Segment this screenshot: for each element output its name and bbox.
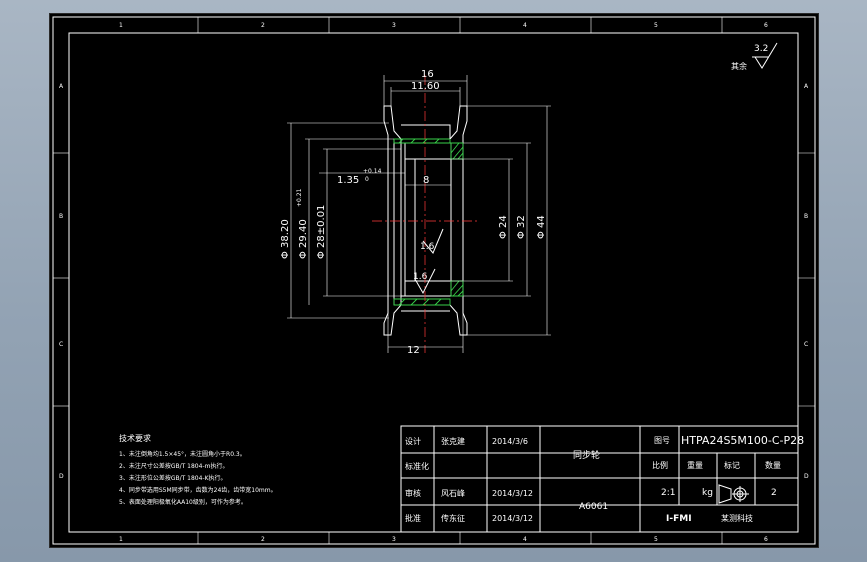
- pulley-section: [372, 75, 479, 353]
- dim-dia-4: Φ 24: [498, 215, 509, 239]
- tb-name-review: 风石峰: [441, 488, 465, 498]
- tech-note-2: 2、未注尺寸公差按GB/T 1804-m执行。: [119, 462, 228, 470]
- tech-notes-title: 技术要求: [119, 433, 151, 443]
- dim-tol-left: 1.35: [337, 175, 359, 186]
- tb-name-approve: 传东征: [441, 513, 465, 523]
- tb-name-design: 张克建: [441, 436, 465, 446]
- zone-top-4: 4: [523, 22, 527, 29]
- zone-bot-3: 3: [392, 536, 396, 543]
- tb-date-review: 2014/3/12: [492, 489, 533, 498]
- dim-dia-1: Φ 38.20: [280, 219, 291, 259]
- tb-qty: 2: [771, 488, 777, 498]
- tb-date-approve: 2014/3/12: [492, 514, 533, 523]
- tb-part-name: 同步轮: [573, 449, 600, 461]
- zone-right-a: A: [804, 83, 809, 90]
- zone-ticks: [53, 17, 815, 544]
- outer-frame: [52, 16, 816, 545]
- drawing-canvas: 1 2 3 4 5 6 1 2 3 4 5 6 A B C D A B C D …: [52, 16, 816, 545]
- tb-date-design: 2014/3/6: [492, 437, 528, 446]
- zone-left-b: B: [59, 213, 63, 220]
- roughness-2: 1.6: [413, 272, 428, 282]
- tb-label-design: 设计: [405, 436, 421, 446]
- roughness-marks: 1.6 1.6: [413, 228, 444, 295]
- surface-finish-value: 3.2: [754, 44, 768, 54]
- dim-dia-2-tol: +0.21: [296, 188, 303, 207]
- zone-bot-6: 6: [764, 536, 768, 543]
- zone-right-d: D: [804, 473, 809, 480]
- zone-top-2: 2: [261, 22, 265, 29]
- tb-weight-label: 重量: [687, 460, 703, 470]
- tb-company-logo: I-FMI: [666, 514, 692, 524]
- tb-drawing-no-label: 图号: [654, 436, 670, 445]
- dim-bottom-width: 12: [407, 345, 420, 356]
- roughness-1: 1.6: [420, 242, 435, 252]
- tb-scale: 2:1: [661, 488, 675, 498]
- surface-finish-note: 其余: [731, 61, 747, 71]
- zone-top-6: 6: [764, 22, 768, 29]
- dim-tol-left-upper: +0.14: [363, 168, 382, 175]
- zone-left-d: D: [59, 473, 64, 480]
- zone-bot-5: 5: [654, 536, 658, 543]
- tb-label-approve: 批准: [405, 513, 421, 523]
- tb-weight: kg: [702, 488, 713, 498]
- zone-left-a: A: [59, 83, 64, 90]
- zone-right-b: B: [804, 213, 808, 220]
- tb-label-review: 审核: [405, 488, 421, 498]
- tech-note-4: 4、同步带选用S5M同步带，齿数为24齿，齿带宽10mm。: [119, 486, 277, 494]
- zone-top-5: 5: [654, 22, 658, 29]
- tech-note-3: 3、未注形位公差按GB/T 1804-K执行。: [119, 474, 227, 482]
- tb-proj-label: 标记: [724, 460, 740, 470]
- tb-scale-label: 比例: [652, 460, 668, 470]
- surface-finish-symbol: 3.2 其余: [731, 42, 778, 71]
- dim-top-inner: 11.60: [411, 81, 440, 92]
- title-block: [400, 425, 799, 533]
- dim-hub-width: 8: [423, 175, 429, 186]
- zone-top-1: 1: [119, 22, 123, 29]
- tb-qty-label: 数量: [765, 460, 781, 470]
- zone-bot-4: 4: [523, 536, 527, 543]
- tb-drawing-no: HTPA24S5M100-C-P28: [681, 434, 804, 447]
- tb-material: A6061: [579, 502, 608, 512]
- technical-notes: 技术要求 1、未注倒角均1.5×45°，未注圆角小于R0.3。 2、未注尺寸公差…: [119, 433, 277, 506]
- zone-top-3: 3: [392, 22, 396, 29]
- dimension-lines: [287, 75, 551, 353]
- zone-left-c: C: [59, 341, 63, 348]
- tech-note-5: 5、表面处理阳极氧化AA10级别，可作为参考。: [119, 498, 247, 506]
- zone-bot-2: 2: [261, 536, 265, 543]
- zone-bot-1: 1: [119, 536, 123, 543]
- tb-label-std: 标准化: [405, 461, 429, 471]
- tb-company: 某测科技: [721, 513, 753, 523]
- tech-note-1: 1、未注倒角均1.5×45°，未注圆角小于R0.3。: [119, 450, 246, 458]
- dim-tol-left-lower: 0: [365, 176, 369, 183]
- projection-symbol: [718, 484, 749, 504]
- zone-right-c: C: [804, 341, 808, 348]
- dim-dia-2: Φ 29.40: [298, 219, 309, 259]
- dim-dia-3: Φ 28±0.01: [316, 205, 327, 259]
- dim-top-overall: 16: [421, 69, 434, 80]
- dim-dia-5: Φ 32: [516, 215, 527, 239]
- dim-dia-6: Φ 44: [536, 215, 547, 239]
- cad-drawing-viewport[interactable]: 1 2 3 4 5 6 1 2 3 4 5 6 A B C D A B C D …: [49, 13, 819, 548]
